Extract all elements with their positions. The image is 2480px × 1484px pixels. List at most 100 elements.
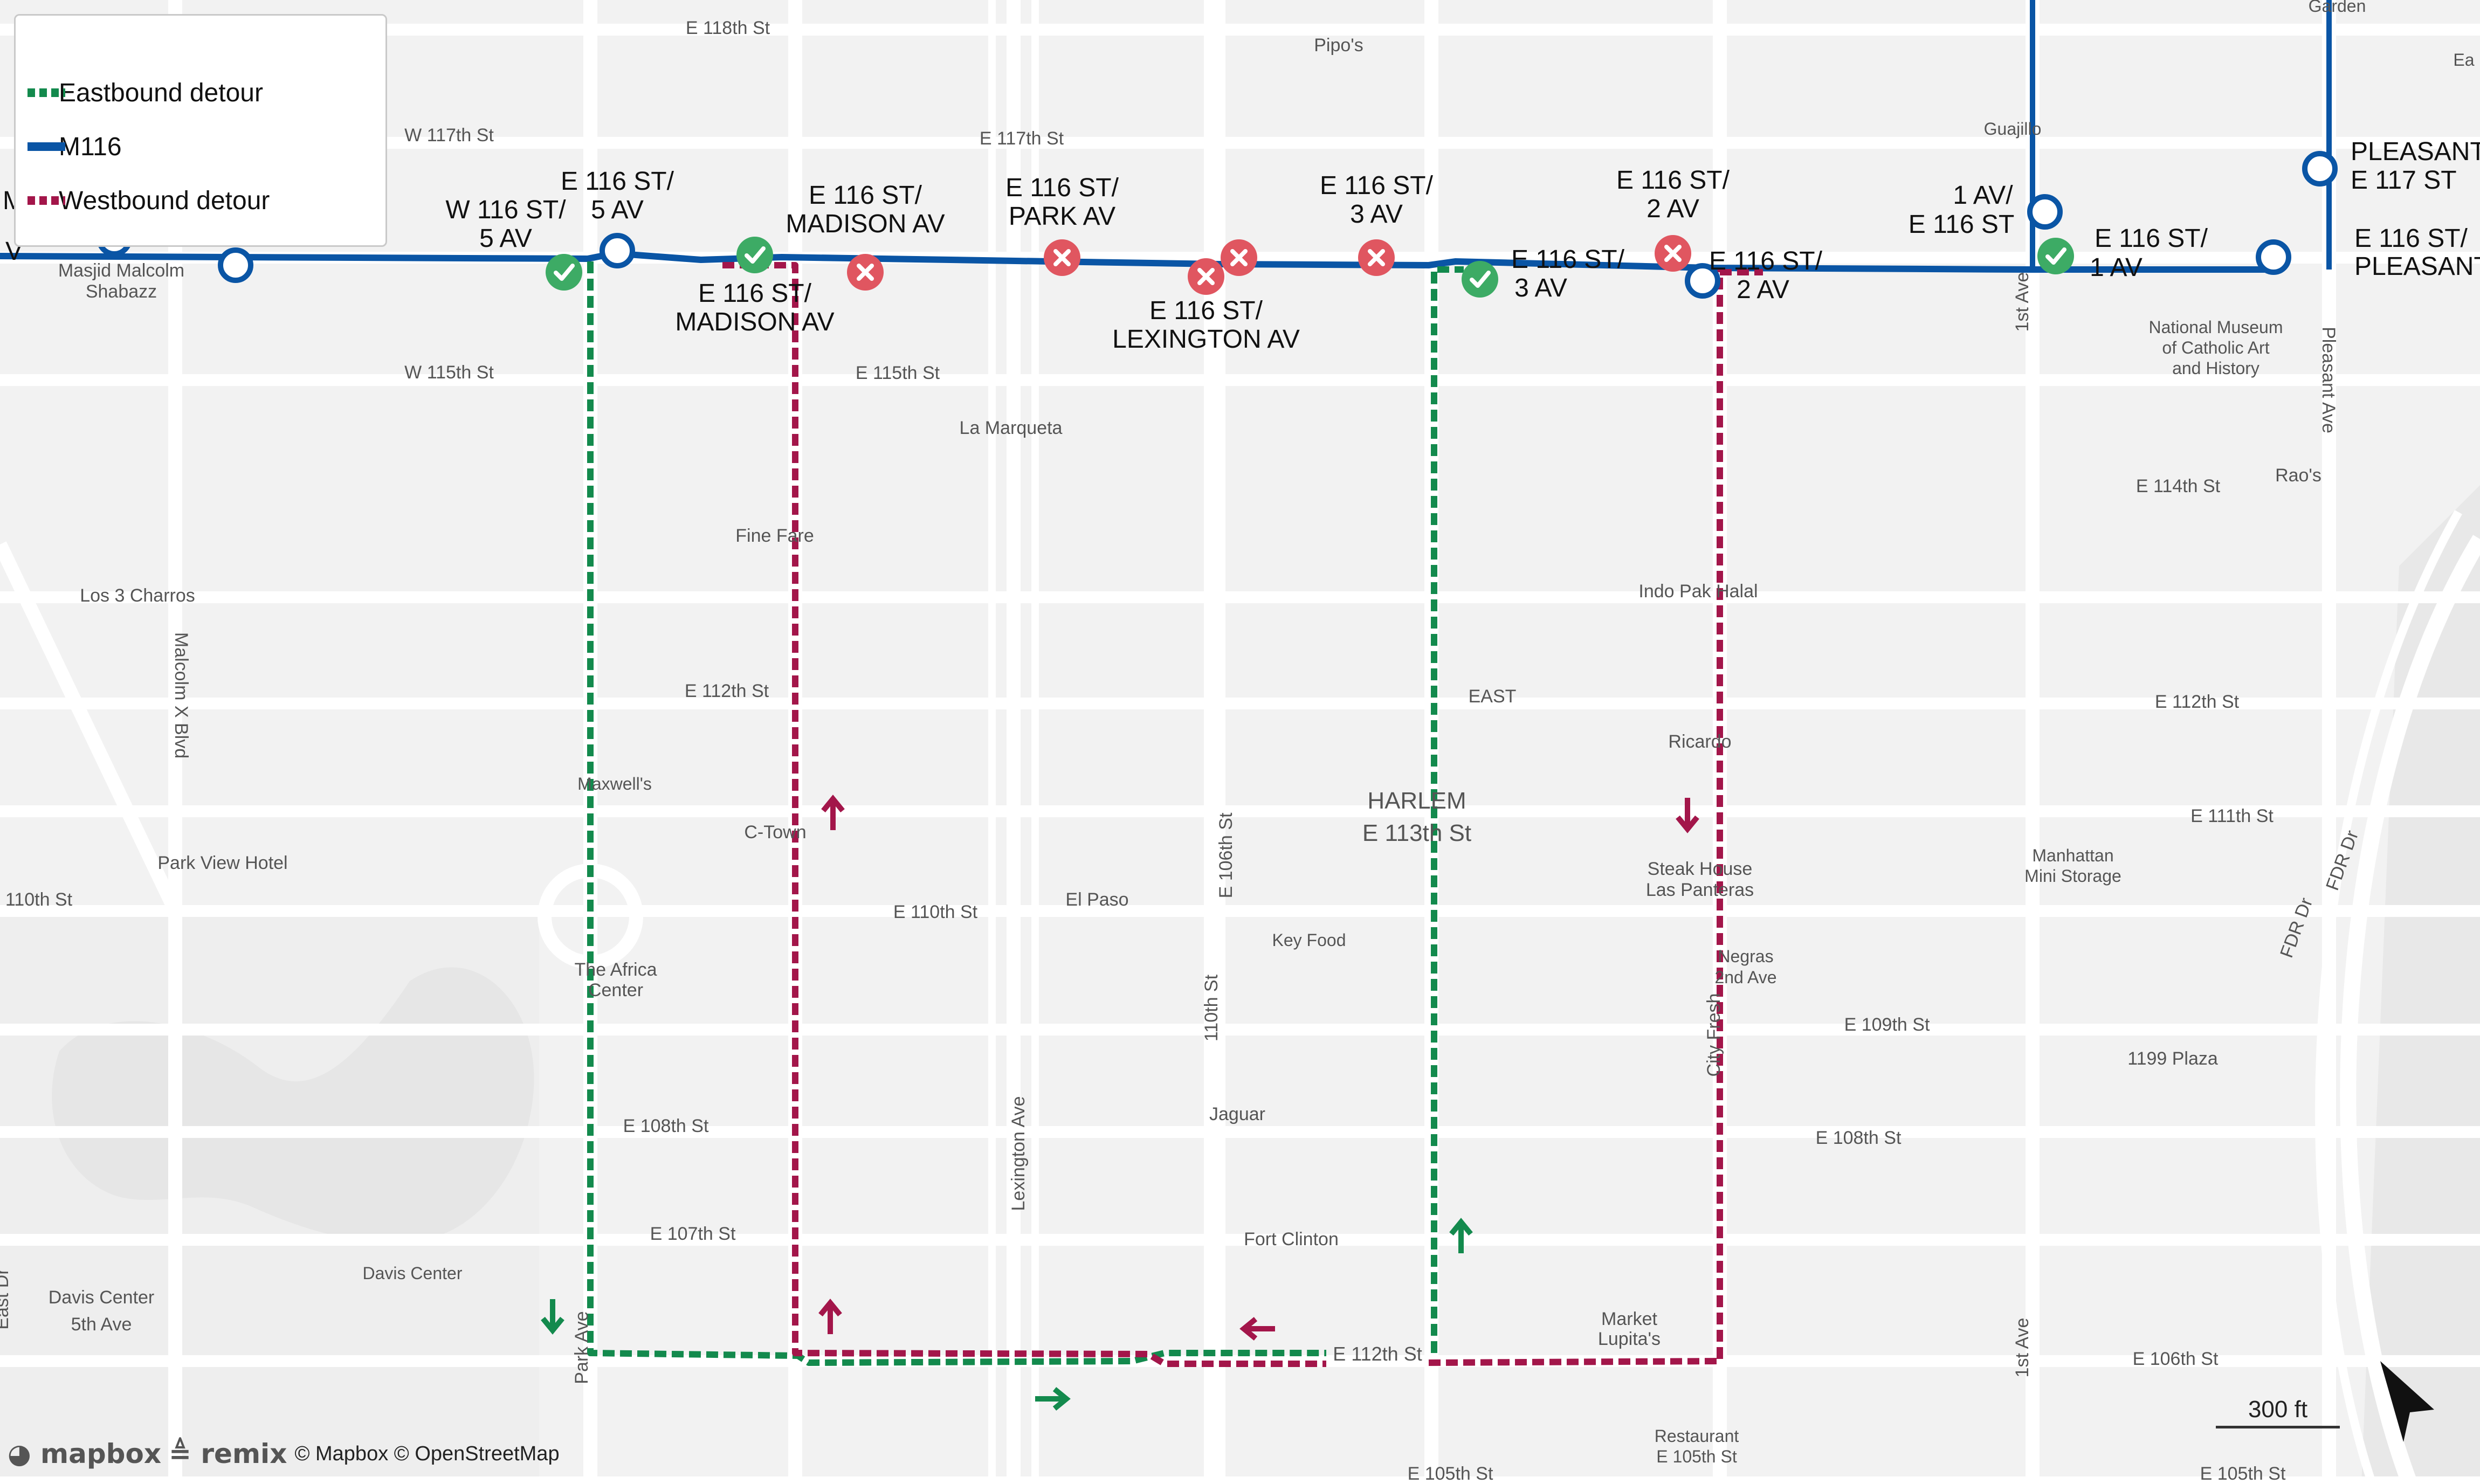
stop-e116-2av[interactable] — [1685, 263, 1720, 299]
stop-label: 5 AV — [479, 224, 532, 253]
street-label: Pleasant Ave — [2318, 327, 2339, 433]
stop-label: 1 AV — [2090, 253, 2143, 282]
stop-closed-3av[interactable] — [1358, 239, 1395, 276]
street-label: E 113th St — [1362, 820, 1471, 846]
street-label: E 111th St — [2190, 806, 2274, 826]
detour-stop-3av[interactable] — [1462, 261, 1498, 298]
stop-closed-2av[interactable] — [1655, 235, 1691, 272]
stop-label: PLEASANT AV — [2354, 252, 2480, 281]
stop-label: E 116 ST/ — [698, 279, 812, 308]
street-label: Maxwell's — [577, 774, 652, 793]
diagonal-street — [0, 541, 184, 920]
street-label: Fine Fare — [735, 526, 814, 546]
fdr-drive — [2340, 535, 2480, 1484]
scale-bar: 300 ft — [2216, 1396, 2340, 1428]
street-label: City Fresh — [1704, 993, 1724, 1077]
stop-label: E 116 ST — [1909, 210, 2015, 239]
street-label: E 118th St — [686, 18, 770, 38]
street-label: Lexington Ave — [1008, 1096, 1029, 1211]
street-label: 110th St — [1201, 974, 1222, 1041]
stop-label: E 116 ST/ — [1005, 174, 1119, 202]
eastbound-detour-line-1[interactable] — [587, 261, 1326, 1366]
stop-label: E 116 ST/ — [1320, 171, 1434, 200]
legend: Eastbound detour M116 Westbound detour — [14, 14, 387, 247]
detour-stop-w116-5av[interactable] — [546, 254, 582, 291]
stop-closed-madison[interactable] — [847, 254, 884, 291]
stop-label: E 116 ST/ — [1149, 296, 1263, 325]
north-arrow-icon — [2380, 1361, 2434, 1442]
stop-labels: W 116 ST/5 AVE 116 ST/5 AVE 116 ST/MADIS… — [3, 137, 2480, 354]
street-label: Manhattan — [2032, 846, 2113, 865]
street-label: 110th St — [5, 889, 73, 910]
street-label: 2nd Ave — [1714, 968, 1776, 987]
street-label: East Dr — [0, 1268, 12, 1329]
westbound-detour-line-2[interactable] — [1428, 269, 1763, 1366]
stop-e116-pleasant[interactable] — [2256, 239, 2291, 275]
legend-item-eastbound: Eastbound detour — [27, 71, 263, 114]
mapbox-text: mapbox — [40, 1438, 162, 1469]
fdr-ramp — [2315, 510, 2462, 1484]
street-label: Masjid Malcolm — [58, 260, 184, 281]
street-label: E 110th St — [893, 902, 978, 922]
stop-1av-e116[interactable] — [2027, 194, 2063, 230]
stop-pleasant-e117[interactable] — [2302, 151, 2338, 187]
street-label: Park View Hotel — [157, 853, 287, 873]
stop-closed-lexington-2[interactable] — [1221, 239, 1257, 276]
remix-logo[interactable]: ≜ remix — [169, 1438, 287, 1469]
stop-closed-lexington-1[interactable] — [1188, 258, 1224, 295]
street-label: E 105th St — [1408, 1464, 1493, 1484]
street-label: E 107th St — [650, 1224, 736, 1244]
arrow-up-madison-1 — [821, 795, 845, 830]
stop-label: E 116 ST/ — [561, 167, 674, 196]
street-label: 1199 Plaza — [2127, 1048, 2218, 1069]
street-label: National Museum — [2149, 317, 2283, 337]
street-label: Malcolm X Blvd — [171, 632, 191, 758]
street-label: Mini Storage — [2024, 866, 2121, 886]
street-label: 1st Ave — [2012, 272, 2033, 332]
street-label: E 114th St — [2136, 476, 2221, 496]
westbound-detour-line-1[interactable] — [722, 262, 1326, 1367]
street-label: Ricardo — [1668, 731, 1731, 752]
street-label: W 117th St — [404, 125, 494, 146]
street-label: E 112th St — [2155, 692, 2240, 712]
street-label: Market — [1601, 1309, 1657, 1329]
stop-label: LEXINGTON AV — [1112, 325, 1300, 354]
stop-lenox-av[interactable] — [218, 247, 253, 283]
street-label: E 115th St — [856, 363, 940, 383]
street-label: Pipo's — [1314, 35, 1363, 56]
street-label: 1st Ave — [2012, 1318, 2033, 1378]
stop-label: E 116 ST/ — [1709, 247, 1823, 275]
street-label: Garden — [2309, 0, 2366, 16]
street-label: Las Panteras — [1646, 880, 1754, 900]
street-label: E 112th St — [685, 681, 769, 701]
street-label: EAST — [1469, 686, 1517, 707]
scale-line — [2216, 1426, 2340, 1428]
street-label: Negras — [1718, 947, 1773, 966]
stop-label: PLEASANT — [2351, 137, 2480, 166]
street-label: Key Food — [1272, 930, 1346, 950]
street-label: E 112th St — [1333, 1343, 1422, 1365]
stop-e116-5av[interactable] — [600, 233, 635, 268]
detour-stop-madison[interactable] — [736, 237, 773, 273]
attribution-text[interactable]: © Mapbox © OpenStreetMap — [294, 1442, 560, 1465]
street-label: Guajillo — [1984, 119, 2042, 139]
street-label: E 108th St — [623, 1116, 709, 1136]
street-label: HARLEM — [1367, 788, 1466, 814]
westbound-swatch — [27, 196, 65, 205]
legend-item-m116: M116 — [27, 125, 122, 168]
stop-label: E 116 ST/ — [1511, 245, 1625, 274]
street-label: C-Town — [744, 822, 806, 843]
m116-swatch — [27, 142, 65, 151]
street-label: The Africa — [574, 960, 657, 980]
street-label: Davis Center — [49, 1287, 155, 1308]
street-label: Los 3 Charros — [80, 585, 195, 606]
stop-closed-park[interactable] — [1044, 239, 1080, 276]
street-label: Indo Pak Halal — [1638, 581, 1758, 602]
street-label: W 115th St — [404, 362, 494, 383]
mapbox-logo[interactable]: ◕ mapbox — [8, 1438, 162, 1469]
stop-label: 3 AV — [1514, 274, 1567, 302]
detour-stop-1av[interactable] — [2037, 238, 2074, 274]
legend-label-eastbound: Eastbound detour — [59, 78, 263, 107]
